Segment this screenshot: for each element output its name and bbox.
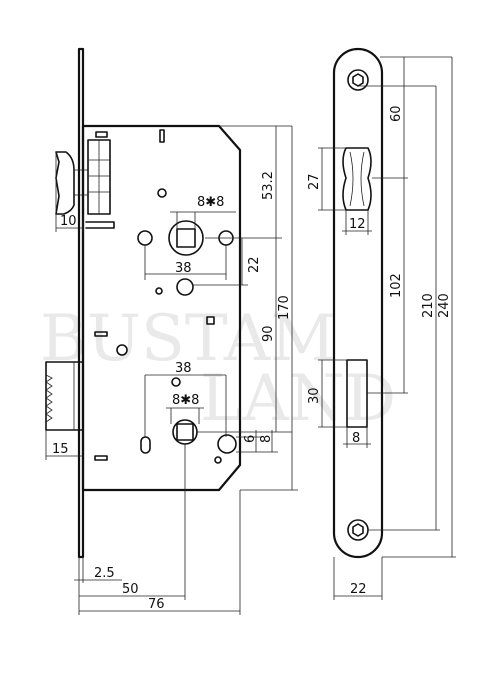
latch-bolt xyxy=(55,139,111,215)
cylinder-square-hole xyxy=(176,423,194,441)
dim-76: 76 xyxy=(148,597,165,612)
mid-slot xyxy=(94,331,108,337)
mid-hole xyxy=(116,344,128,356)
top-mark xyxy=(159,129,165,143)
dim-30: 30 xyxy=(307,387,322,404)
dim-170: 170 xyxy=(277,295,292,320)
dim-22: 22 xyxy=(247,256,262,273)
dim-27: 27 xyxy=(307,173,322,190)
dim-53-2: 53.2 xyxy=(261,171,276,200)
small-square xyxy=(206,316,215,325)
bottom-screw xyxy=(347,519,369,541)
deadbolt xyxy=(45,361,84,431)
dim-6: 6 xyxy=(243,435,258,443)
dim-8-plate: 8 xyxy=(352,431,360,446)
dim-10: 10 xyxy=(60,214,77,229)
lock-body xyxy=(45,47,242,559)
latch-opening xyxy=(342,147,372,211)
dim-60: 60 xyxy=(389,105,404,122)
plate-outline xyxy=(332,47,384,559)
dim-2-5: 2.5 xyxy=(94,566,115,581)
latch-guide xyxy=(85,221,115,229)
dim-12: 12 xyxy=(349,217,366,232)
follower-square-hole xyxy=(176,228,196,248)
dim-38-bottom: 38 xyxy=(175,361,192,376)
watermark-line2: LAND xyxy=(200,362,396,436)
plate-dimension-labels: 60 27 12 102 210 240 30 8 22 xyxy=(307,105,452,597)
top-slot xyxy=(95,131,108,138)
lock-dimension-lines xyxy=(45,125,298,615)
top-screw xyxy=(347,69,369,91)
dim-102: 102 xyxy=(389,273,404,298)
dim-50: 50 xyxy=(122,582,139,597)
dim-210: 210 xyxy=(421,293,436,318)
dim-15: 15 xyxy=(52,442,69,457)
bottom-slot xyxy=(94,455,108,461)
watermark-line1: BUSTAM xyxy=(40,302,336,376)
dim-22-plate: 22 xyxy=(350,582,367,597)
plate-dimension-lines xyxy=(318,56,456,600)
dim-8x8-bottom: 8✱8 xyxy=(172,393,199,408)
strike-plate xyxy=(332,47,384,559)
bolt-opening xyxy=(346,359,368,428)
dim-38-top: 38 xyxy=(175,261,192,276)
upper-follower xyxy=(137,188,234,296)
dim-90: 90 xyxy=(261,325,276,342)
dim-240: 240 xyxy=(437,293,452,318)
dim-8: 8 xyxy=(259,435,274,443)
dim-8x8-top: 8✱8 xyxy=(197,195,224,210)
lock-dimension-labels: 53.2 8✱8 38 22 90 170 38 8✱8 6 8 10 15 2… xyxy=(52,171,292,612)
